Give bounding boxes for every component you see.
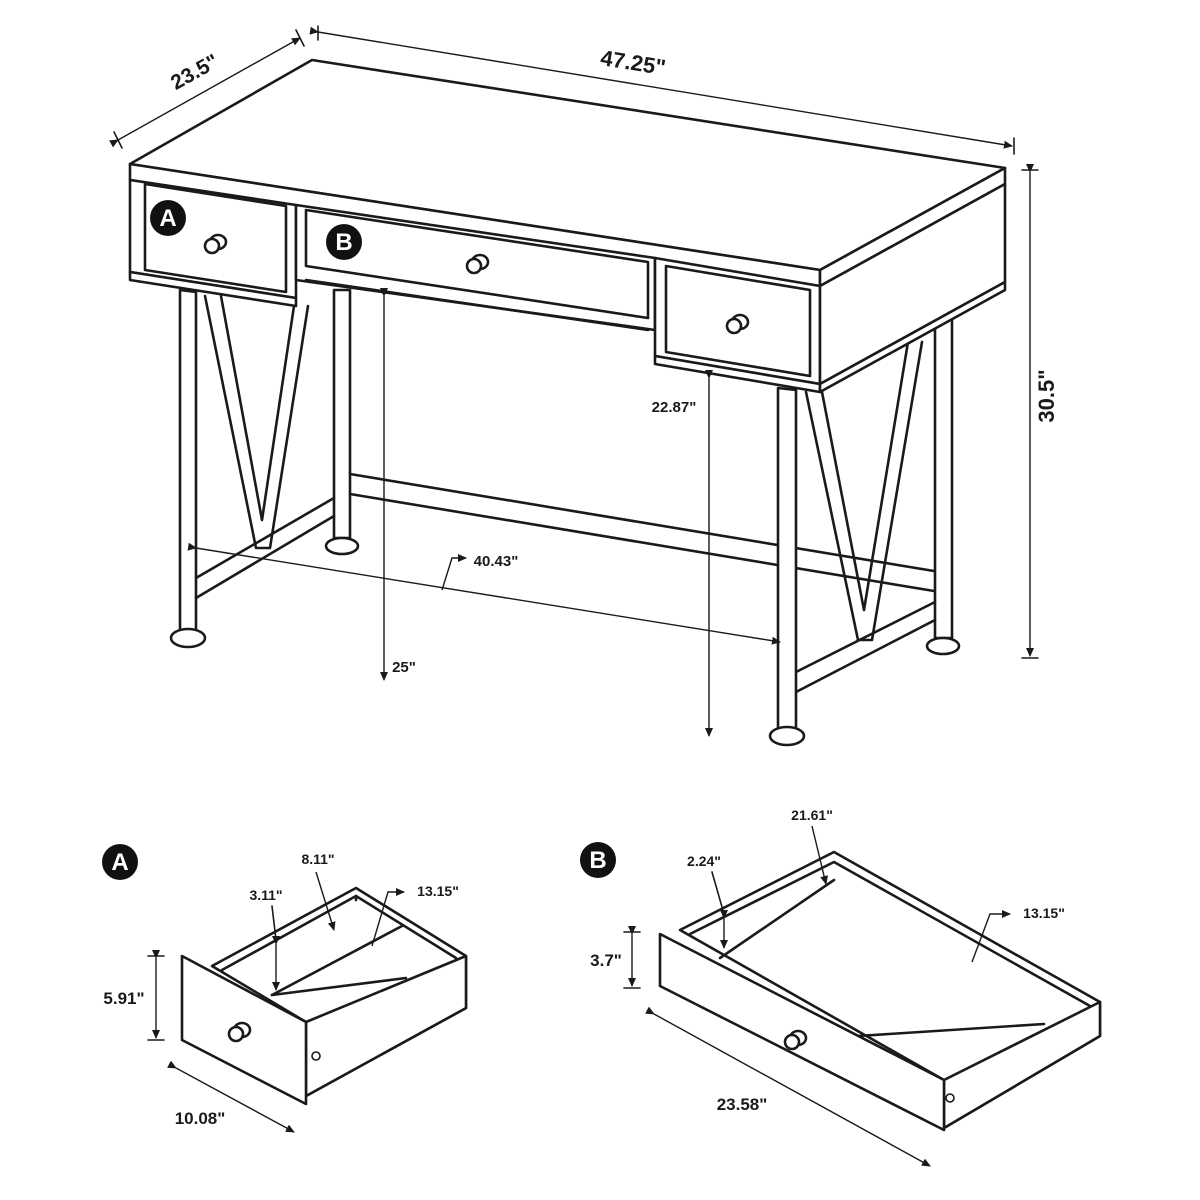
drawer-b-inner-length: 13.15"	[1023, 905, 1065, 921]
drawer-a-inner-depth: 3.11"	[249, 887, 282, 903]
width-label: 47.25"	[599, 45, 668, 80]
badge-a-desk: A	[150, 200, 186, 236]
center-drawer-height-label: 25"	[392, 659, 416, 676]
knob-icon	[203, 233, 228, 255]
drawer-a-inner-width: 8.11"	[301, 851, 334, 867]
drawer-a-front-width: 10.08"	[175, 1109, 226, 1128]
drawer-a-inner-length: 13.15"	[417, 883, 459, 899]
badge-a-detail: A	[102, 844, 138, 880]
height-label: 30.5"	[1034, 369, 1059, 422]
drawer-b-inner-width: 21.61"	[791, 807, 833, 823]
drawer-b-detail: B 3.7" 23.58" 2.24" 21.61" 13.15"	[580, 807, 1102, 1167]
knee-clearance-label: 22.87"	[652, 399, 697, 416]
drawer-a-front-height: 5.91"	[103, 989, 144, 1008]
drawer-knobs	[203, 233, 750, 335]
desk-drawing: A B	[128, 58, 1007, 747]
badge-b-desk: B	[326, 224, 362, 260]
badge-a-detail-label: A	[111, 849, 128, 876]
drawer-a-detail: A 5.91" 10.08" 3.11" 8.11" 13.15"	[102, 844, 468, 1133]
depth-label: 23.5"	[167, 50, 223, 95]
knob-icon	[465, 253, 490, 275]
badge-b-label: B	[335, 229, 352, 256]
drawer-b-inner-depth: 2.24"	[687, 853, 721, 869]
drawer-b-front-width: 23.58"	[717, 1095, 768, 1114]
leg-span-label: 40.43"	[474, 553, 519, 570]
knob-icon	[725, 313, 750, 335]
badge-b-detail: B	[580, 842, 616, 878]
badge-a-label: A	[159, 205, 176, 232]
knob-icon	[227, 1021, 252, 1043]
badge-b-detail-label: B	[589, 847, 606, 874]
drawer-b-front-height: 3.7"	[590, 951, 622, 970]
